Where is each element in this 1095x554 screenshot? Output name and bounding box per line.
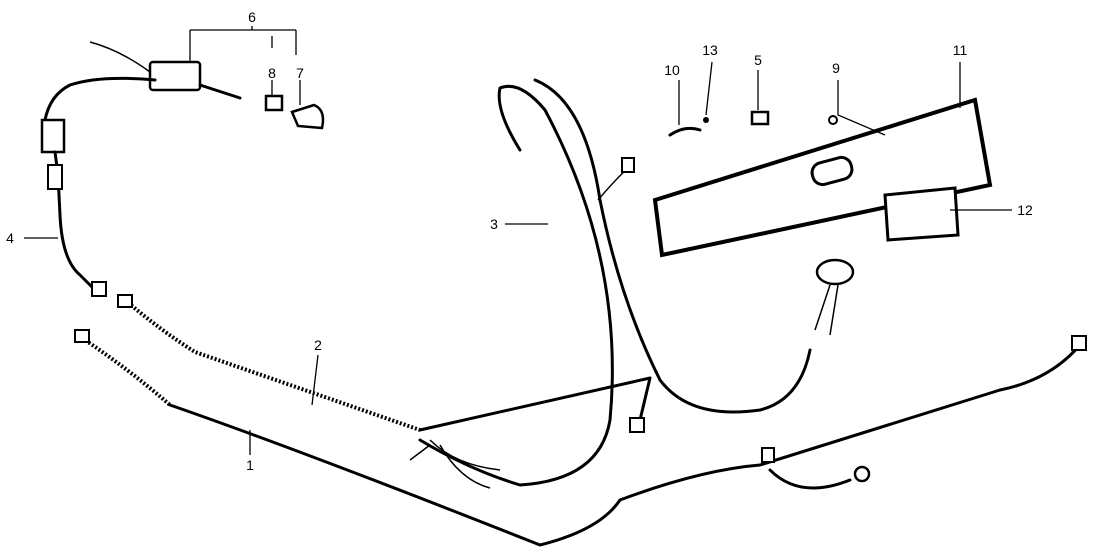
socket-connector [814,258,855,336]
callout-9: 9 [832,60,840,76]
callout-1: 1 [246,457,254,473]
part-7-knob [290,103,325,130]
callout-6: 6 [248,9,256,25]
part-11-garnish [652,97,993,258]
small-parts-10-13-5-9 [668,110,838,137]
part-3-wire [533,78,812,414]
part-12-license-light [883,186,960,242]
callout-13: 13 [702,42,718,58]
callout-3: 3 [490,216,498,232]
part-4-wire [47,150,107,297]
part-2-wire [117,294,421,432]
callout-12: 12 [1017,202,1033,218]
callout-8: 8 [268,65,276,81]
main-harness-junction [409,84,652,489]
callout-2: 2 [314,337,322,353]
part-6-switch-assembly [40,41,242,154]
callout-4: 4 [6,230,14,246]
callout-5: 5 [754,52,762,68]
part-8-clip [264,94,284,112]
callout-10: 10 [664,62,680,78]
callout-11: 11 [953,42,968,58]
part-1-wire [74,329,1087,547]
callout-7: 7 [296,65,304,81]
leader-lines [24,26,1012,455]
